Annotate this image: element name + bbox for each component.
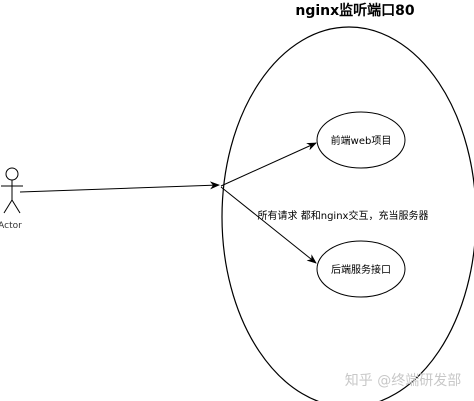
actor-figure bbox=[1, 167, 23, 214]
actor-right-leg bbox=[11, 199, 21, 214]
frontend-node-label: 前端web项目 bbox=[331, 134, 392, 147]
backend-node bbox=[316, 240, 406, 298]
edge-label: 所有请求 都和nginx交互，充当服务器 bbox=[258, 209, 429, 222]
frontend-node bbox=[316, 111, 406, 169]
diagram-title: nginx监听端口80 bbox=[295, 2, 415, 19]
nginx-boundary-ellipse bbox=[221, 26, 474, 401]
edge-actor-to-nginx bbox=[19, 181, 220, 193]
edge-nginx-to-backend bbox=[220, 186, 317, 264]
watermark: 知乎 @终端研发部 bbox=[345, 372, 461, 389]
actor-label: Actor bbox=[0, 221, 22, 231]
backend-node-label: 后端服务接口 bbox=[331, 263, 391, 276]
actor-left-leg bbox=[3, 199, 13, 214]
actor-head bbox=[5, 167, 19, 181]
edge-nginx-to-frontend bbox=[220, 142, 317, 187]
